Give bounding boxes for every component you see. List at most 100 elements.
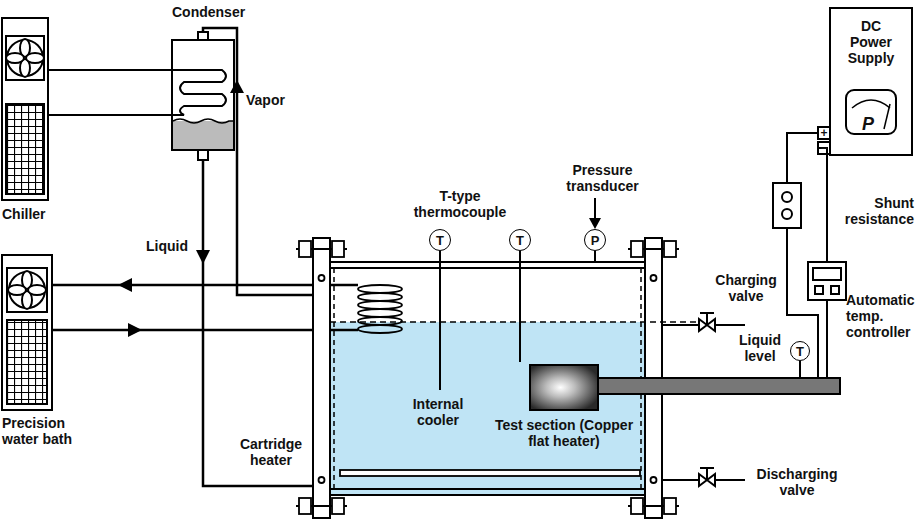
node-text: T	[436, 234, 444, 247]
flange-bolts-part	[299, 498, 311, 514]
chiller-unit-part	[6, 104, 44, 194]
internal-cooler-coil-part	[358, 317, 402, 325]
vessel-liquid-part	[330, 322, 645, 495]
piping-part	[203, 160, 313, 486]
pressure-circle: P	[584, 229, 606, 251]
flange-bolts-part	[332, 498, 344, 514]
part-label: Internal cooler	[400, 396, 476, 428]
chiller-unit	[2, 18, 48, 200]
shunt-and-controller-part	[782, 192, 792, 202]
node-text: P	[860, 114, 876, 134]
power-supply-part	[846, 90, 896, 134]
power-supply	[818, 8, 912, 155]
internal-cooler-coil	[358, 285, 402, 333]
part-label: Liquid level	[734, 332, 786, 364]
vessel-walls-part	[334, 268, 641, 489]
node-text: Precision water bath	[2, 415, 94, 447]
node-text: T	[516, 234, 524, 247]
water-bath-unit-part	[28, 285, 46, 295]
flange-bolts-part	[631, 241, 643, 257]
terminal-sign: −	[818, 142, 830, 154]
water-bath-unit-part	[7, 268, 47, 312]
part-label: T-type thermocouple	[405, 188, 515, 220]
sensor-leads-part	[439, 251, 441, 390]
condenser-vessel-part	[173, 119, 233, 123]
flange-bolts-part	[299, 241, 311, 257]
liquid-level-line	[330, 322, 700, 323]
liquid-level-line-part	[330, 321, 700, 323]
water-bath-unit-part	[2, 255, 52, 410]
thermocouple-circle: T	[429, 229, 451, 251]
vessel-walls-part	[313, 238, 330, 518]
condenser-vessel	[48, 32, 234, 160]
test-section-heater-part	[530, 365, 598, 410]
flow-label: Vapor	[246, 92, 306, 108]
internal-cooler-coil-part	[358, 301, 402, 309]
cartridge-heater	[340, 470, 640, 476]
flange-bolts-part	[332, 241, 344, 257]
test-section-heater-part	[598, 378, 840, 394]
flange-bolts-part	[664, 498, 676, 514]
wires-part	[826, 300, 828, 378]
condenser-vessel-part	[173, 121, 233, 149]
wires-part	[787, 228, 818, 378]
water-bath-unit	[2, 255, 52, 410]
node-text: T	[796, 345, 804, 358]
internal-cooler-coil-part	[358, 309, 402, 317]
flow-arrows-part	[230, 80, 244, 93]
sensor-leads-part	[594, 251, 596, 262]
condenser-vessel-part	[198, 150, 208, 160]
node-text: Shunt resistance	[828, 195, 914, 227]
terminal-sign: +	[818, 127, 830, 139]
shunt-and-controller-part	[815, 286, 823, 294]
node-text: P	[591, 234, 600, 247]
flange-bolts-part	[651, 477, 657, 483]
node-text: Automatic temp. controller	[846, 292, 920, 340]
part-label: Cartridge heater	[234, 436, 308, 468]
connector-wire	[48, 69, 172, 71]
chiller-unit-part	[6, 53, 24, 63]
valves	[662, 313, 745, 486]
wires	[787, 228, 827, 378]
cartridge-heater-part	[340, 470, 640, 476]
condenser-vessel-part	[48, 70, 226, 115]
sensor-leads-part	[519, 251, 521, 362]
thermocouple-circle: T	[790, 341, 810, 361]
test-section-heater	[530, 365, 840, 410]
flow-arrows-part	[128, 323, 142, 337]
shunt-and-controller	[773, 183, 846, 300]
sensor-leads-part	[799, 361, 801, 378]
flow-arrows-part	[196, 250, 210, 264]
water-bath-unit-part	[8, 285, 26, 295]
condenser-vessel-part	[198, 32, 208, 40]
thermocouple-circle: T	[509, 229, 531, 251]
flange-bolts-part	[631, 498, 643, 514]
power-supply-part	[852, 100, 890, 108]
chiller-unit-part	[7, 40, 43, 76]
flange-bolts-part	[664, 241, 676, 257]
pressure-arrow	[589, 218, 601, 229]
internal-cooler-coil-part	[358, 325, 402, 333]
shunt-and-controller-part	[831, 286, 839, 294]
condenser-box: Condenser	[172, 40, 234, 150]
controller-box: Automatic temp. controller	[808, 262, 846, 300]
internal-cooler-coil-part	[358, 285, 402, 293]
flange-bolts-part	[319, 275, 325, 281]
piping-part	[203, 28, 313, 295]
power-supply-part	[818, 127, 830, 139]
node-text: Condenser	[172, 4, 267, 20]
flow-arrows	[118, 80, 244, 337]
flow-label: Liquid	[146, 238, 198, 254]
power-supply-part	[884, 104, 890, 129]
chiller-unit-part	[6, 36, 44, 80]
internal-cooler-coil-part	[358, 293, 402, 301]
shunt-and-controller-part	[808, 262, 846, 300]
part-label: Charging valve	[708, 272, 784, 304]
chiller-unit-part	[2, 18, 48, 200]
pressure-arrow-part	[589, 218, 601, 229]
valves-part	[662, 325, 745, 480]
part-label: Pressure transducer	[555, 162, 650, 194]
node-text: Test section (Copper flat heater)	[484, 417, 644, 449]
